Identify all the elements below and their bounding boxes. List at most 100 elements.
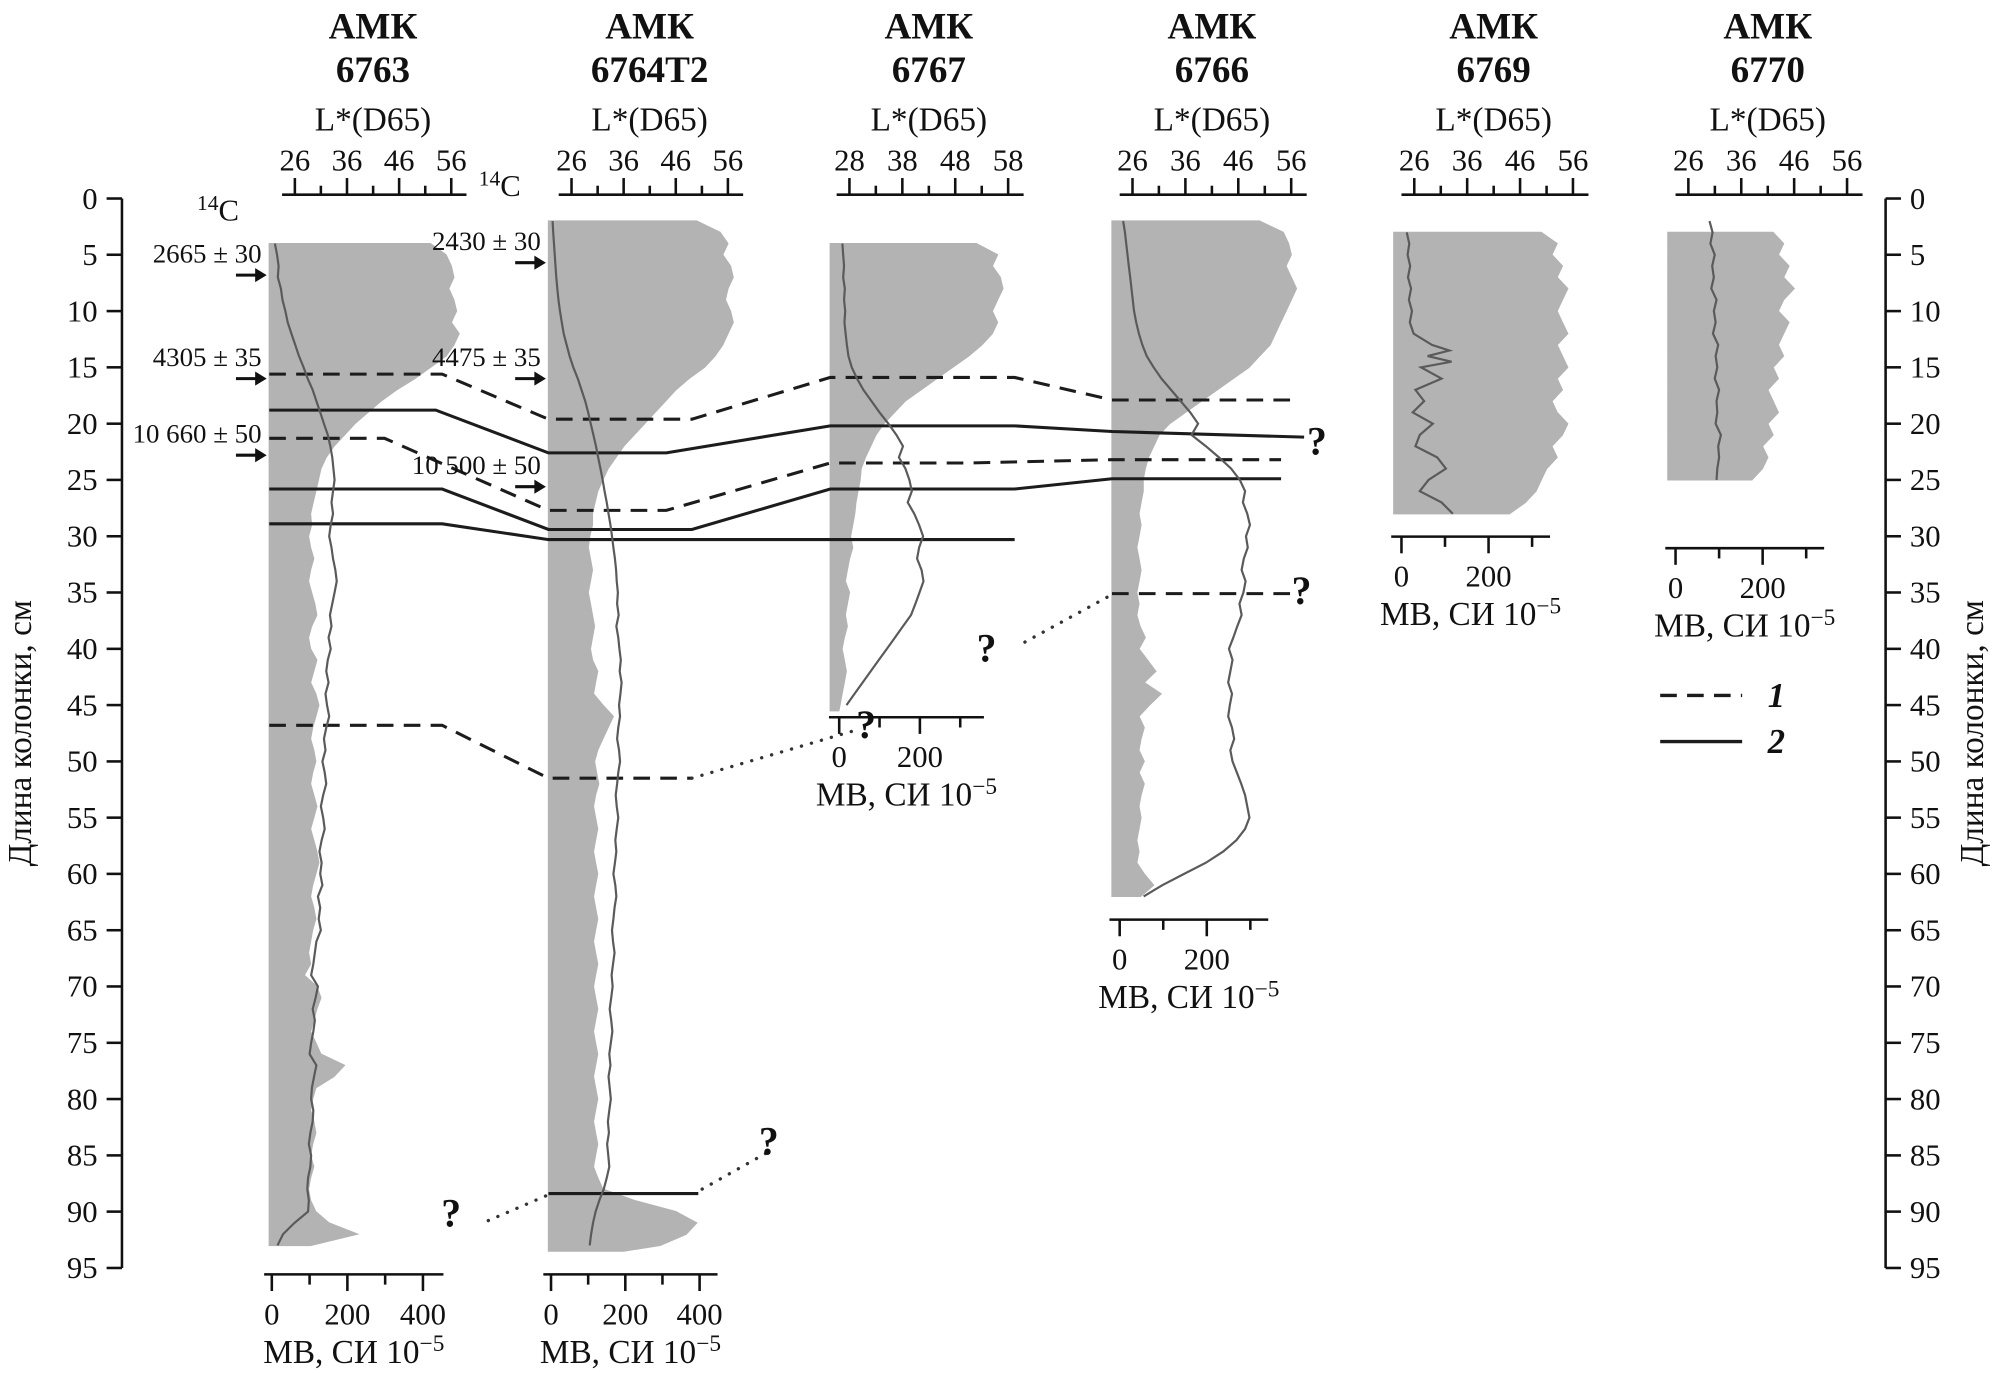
radiocarbon-date-label: 2665 ± 30 xyxy=(153,238,262,268)
depth-axis-left: 05101520253035404550556065707580859095Дл… xyxy=(2,182,124,1285)
core-title: АМК xyxy=(329,6,418,47)
core-panel-6769 xyxy=(1393,231,1569,515)
mb-curve xyxy=(1708,220,1723,480)
depth-axis-tick-label: 75 xyxy=(67,1026,98,1060)
top-axis-tick-label: 56 xyxy=(436,143,467,177)
legend-label: 2 xyxy=(1767,723,1785,761)
top-axis-tick-label: 56 xyxy=(1276,143,1307,177)
top-axis-tick-label: 36 xyxy=(332,143,363,177)
dotted-connector xyxy=(486,1194,548,1223)
core-panel-6770 xyxy=(1667,231,1796,481)
depth-axis-title: Длина колонки, см xyxy=(2,600,39,866)
radiocarbon-date-label: 4305 ± 35 xyxy=(153,342,262,372)
dotted-connector xyxy=(700,1151,768,1191)
top-axis-tick-label: 46 xyxy=(1779,143,1810,177)
top-axis-tick-label: 46 xyxy=(1505,143,1536,177)
depth-axis-tick-label: 0 xyxy=(82,182,97,216)
top-axis-tick-label: 36 xyxy=(1452,143,1483,177)
isotope-label: 14C xyxy=(197,191,239,227)
top-axis-tick-label: 28 xyxy=(834,143,865,177)
legend: 12 xyxy=(1660,677,1785,761)
depth-axis-tick-label: 25 xyxy=(67,463,98,497)
depth-axis-tick-label: 40 xyxy=(67,632,98,666)
mb-curve xyxy=(551,221,623,1246)
mb-axis-tick-label: 0 xyxy=(1394,560,1409,594)
mb-axis-label: МВ, СИ 10−5 xyxy=(540,1331,721,1371)
dotted-connector xyxy=(690,729,855,780)
top-axis-tick-label: 46 xyxy=(1223,143,1254,177)
depth-axis-tick-label: 45 xyxy=(67,688,98,722)
mb-curve xyxy=(1122,220,1252,898)
mb-axis-tick-label: 200 xyxy=(602,1297,648,1331)
depth-axis-tick-label: 15 xyxy=(67,351,98,385)
legend-label: 1 xyxy=(1768,677,1785,715)
lightness-area xyxy=(1667,231,1796,481)
depth-axis-tick-label: 5 xyxy=(1910,238,1925,272)
depth-axis-tick-label: 45 xyxy=(1910,688,1941,722)
top-axis-tick-label: 36 xyxy=(1726,143,1757,177)
depth-axis-tick-label: 15 xyxy=(1910,351,1941,385)
core-panel-6763 xyxy=(268,242,460,1247)
radiocarbon-date: 4305 ± 35 xyxy=(153,342,267,386)
mb-axis-tick-label: 200 xyxy=(1740,571,1786,605)
top-axis-tick-label: 46 xyxy=(384,143,415,177)
mb-axis-tick-label: 200 xyxy=(1184,943,1230,977)
mb-axis-tick-label: 0 xyxy=(264,1297,279,1331)
question-mark: ? xyxy=(977,627,997,671)
core-number: 6770 xyxy=(1731,50,1805,91)
lightness-axis-label: L*(D65) xyxy=(1710,102,1827,139)
mb-axis-tick-label: 400 xyxy=(400,1297,446,1331)
top-axis-tick-label: 48 xyxy=(940,143,971,177)
depth-axis-tick-label: 25 xyxy=(1910,463,1941,497)
radiocarbon-date: 10 660 ± 50 xyxy=(133,418,267,463)
top-axis-tick-label: 56 xyxy=(1558,143,1589,177)
depth-axis-tick-label: 95 xyxy=(1910,1251,1941,1285)
mb-axis-tick-label: 200 xyxy=(897,740,943,774)
radiocarbon-date: 10 500 ± 50 xyxy=(412,450,546,494)
radiocarbon-date-label: 10 660 ± 50 xyxy=(133,418,262,448)
core-number: 6764Т2 xyxy=(591,50,709,91)
lightness-area xyxy=(1393,231,1569,515)
core-title: АМК xyxy=(1449,6,1538,47)
mb-axis-label: МВ, СИ 10−5 xyxy=(1654,605,1835,645)
core-number: 6767 xyxy=(892,50,966,91)
correlation-line-solid xyxy=(269,522,1015,542)
date-arrow-head xyxy=(534,255,546,270)
depth-axis-tick-label: 85 xyxy=(1910,1139,1941,1173)
depth-axis-right: 05101520253035404550556065707580859095Дл… xyxy=(1884,182,1991,1285)
top-axis-tick-label: 36 xyxy=(1170,143,1201,177)
core-title: АМК xyxy=(1723,6,1812,47)
question-mark: ? xyxy=(759,1120,779,1164)
lightness-axis-label: L*(D65) xyxy=(591,102,708,139)
core-panel-6766 xyxy=(1111,220,1298,898)
depth-axis-tick-label: 35 xyxy=(1910,576,1941,610)
depth-axis-tick-label: 30 xyxy=(67,520,98,554)
depth-axis-tick-label: 30 xyxy=(1910,520,1941,554)
mb-curve xyxy=(273,243,338,1246)
depth-axis-tick-label: 80 xyxy=(67,1082,98,1116)
depth-axis-tick-label: 50 xyxy=(67,745,98,779)
depth-axis-tick-label: 70 xyxy=(1910,970,1941,1004)
radiocarbon-date: 2665 ± 30 xyxy=(153,238,267,283)
top-axis-tick-label: 26 xyxy=(1399,143,1430,177)
question-mark: ? xyxy=(856,703,876,747)
mb-axis-tick-label: 0 xyxy=(832,740,847,774)
depth-axis-tick-label: 90 xyxy=(1910,1195,1941,1229)
date-arrow-head xyxy=(255,268,267,283)
mb-axis-tick-label: 0 xyxy=(1668,571,1683,605)
top-axis-tick-label: 26 xyxy=(556,143,587,177)
core-title: АМК xyxy=(884,6,973,47)
depth-axis-tick-label: 55 xyxy=(67,801,98,835)
core-panel-6767 xyxy=(829,242,1004,712)
correlation-line-dashed xyxy=(269,372,1297,421)
question-mark: ? xyxy=(1307,419,1327,463)
depth-axis-tick-label: 20 xyxy=(67,407,98,441)
depth-axis-tick-label: 5 xyxy=(82,238,97,272)
top-axis-tick-label: 38 xyxy=(887,143,918,177)
lightness-area xyxy=(1111,220,1298,898)
top-axis-tick-label: 56 xyxy=(713,143,744,177)
